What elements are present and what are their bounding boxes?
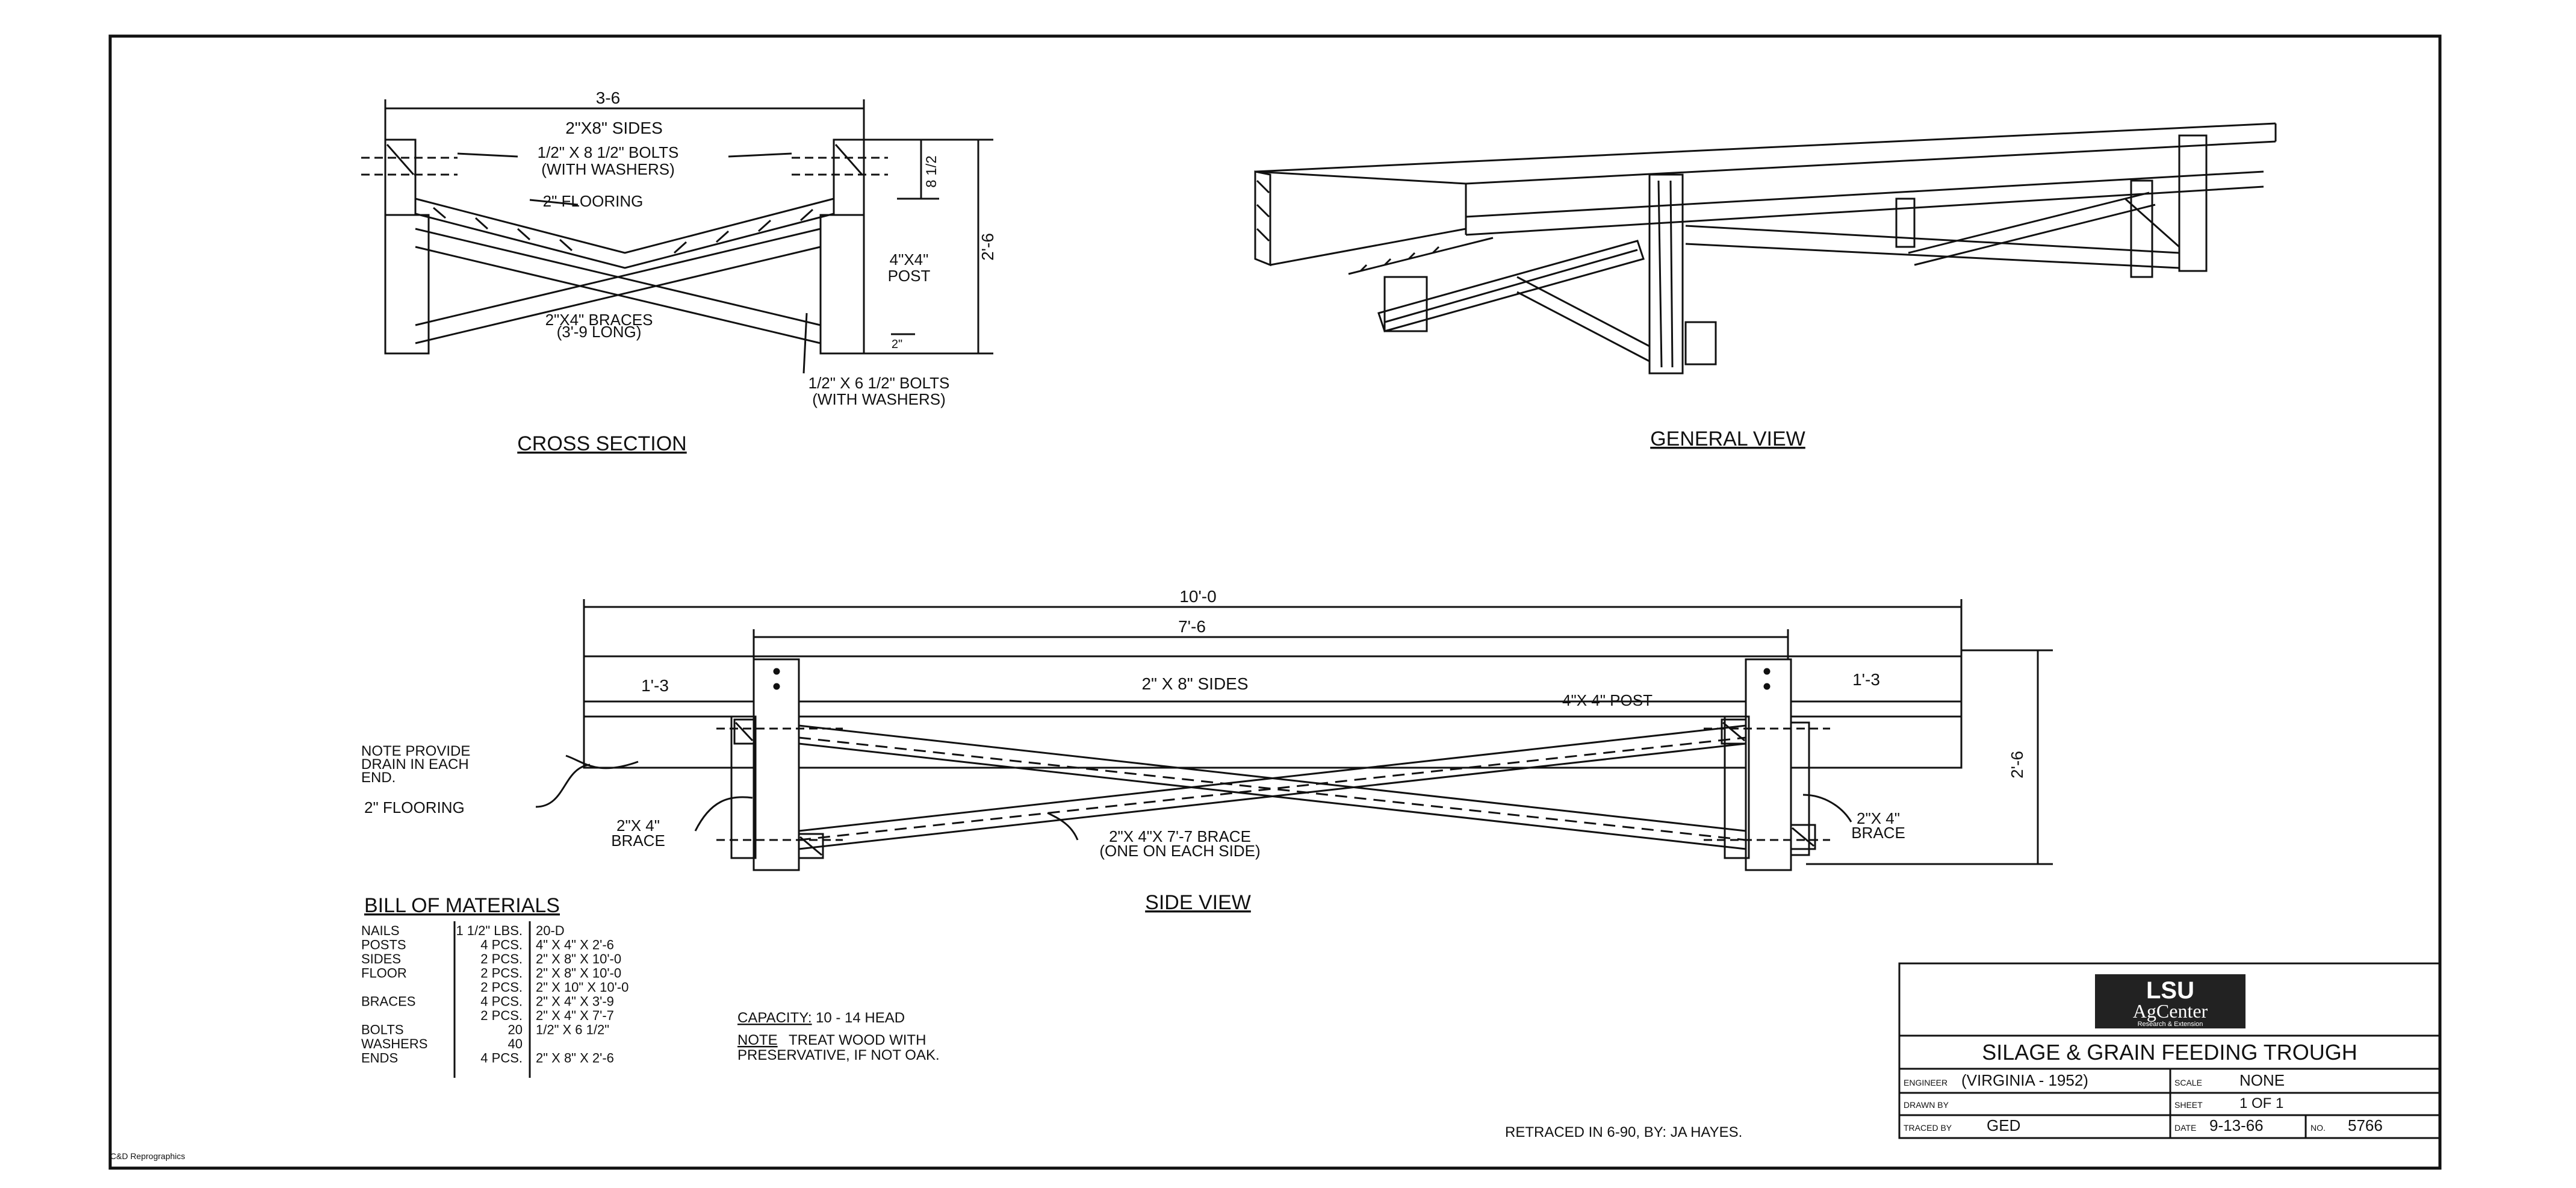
cross-section-title: CROSS SECTION bbox=[517, 432, 686, 455]
bom-size: 2" X 8" X 2'-6 bbox=[536, 1051, 614, 1066]
sheet-border bbox=[108, 34, 2442, 1170]
bom-size: 2" X 4" X 7'-7 bbox=[536, 1008, 614, 1023]
side-view-overall-length: 10'-0 bbox=[1179, 587, 1216, 606]
cross-section-braces-sub: (3'-9 LONG) bbox=[557, 323, 642, 341]
note-text-line1: TREAT WOOD WITH bbox=[789, 1032, 926, 1048]
side-view-flooring-label: 2" FLOORING bbox=[364, 798, 465, 816]
cross-section-post-sub: POST bbox=[888, 267, 931, 285]
side-view-brace-center-label: 2"X 4"X 7'-7 BRACE bbox=[1109, 827, 1251, 845]
lsu-agcenter-logo bbox=[2095, 974, 2245, 1028]
bom-size: 4" X 4" X 2'-6 bbox=[536, 938, 614, 953]
corner-credit: C&D Reprographics bbox=[110, 1151, 185, 1161]
bom-qty: 1 1/2" LBS. bbox=[456, 923, 523, 938]
bom-table: NAILS 1 1/2" LBS. 20-D POSTS 4 PCS. 4" X 4" X… bbox=[361, 923, 628, 1066]
cross-section-dim-8-1-2: 8 1/2 bbox=[923, 155, 940, 187]
bom-size: 2" X 4" X 3'-9 bbox=[536, 994, 614, 1009]
cross-section-dim-2: 2" bbox=[892, 338, 902, 351]
bom-item: ENDS bbox=[361, 1051, 398, 1066]
note-label: NOTE bbox=[737, 1032, 778, 1048]
cross-section-braces-label: 2"X4" BRACES bbox=[545, 311, 653, 329]
bom-size: 2" X 8" X 10'-0 bbox=[536, 951, 621, 966]
side-view-note-line1: NOTE PROVIDE bbox=[361, 743, 470, 759]
logo-line2: AgCenter bbox=[2133, 1000, 2208, 1022]
engineer-label: ENGINEER bbox=[1904, 1078, 1948, 1087]
sheet-label: SHEET bbox=[2174, 1100, 2203, 1110]
cross-section-bolts-bottom-sub: (WITH WASHERS) bbox=[812, 390, 945, 408]
no-label: NO. bbox=[2311, 1123, 2326, 1133]
retraced-note: RETRACED IN 6-90, BY: JA HAYES. bbox=[1505, 1124, 1742, 1140]
bom-qty: 4 PCS. bbox=[480, 1051, 523, 1066]
side-view-sides-label: 2" X 8" SIDES bbox=[1141, 674, 1248, 693]
side-view-overhang-left: 1'-3 bbox=[641, 676, 669, 695]
cross-section-width-dim: 3-6 bbox=[596, 89, 620, 107]
drawing-title: SILAGE & GRAIN FEEDING TROUGH bbox=[1982, 1040, 2357, 1065]
general-view-drawing bbox=[1254, 122, 2277, 375]
bom-qty: 2 PCS. bbox=[480, 980, 523, 995]
capacity-label: CAPACITY: bbox=[737, 1010, 812, 1026]
side-view-height-dim: 2'-6 bbox=[2008, 751, 2026, 779]
bom-size: 2" X 10" X 10'-0 bbox=[536, 980, 628, 995]
bom-qty: 2 PCS. bbox=[480, 1008, 523, 1023]
side-view-brace-left-label: 2"X 4" bbox=[616, 816, 660, 835]
traced-by-value: GED bbox=[1987, 1116, 2020, 1134]
bom-item: SIDES bbox=[361, 951, 401, 966]
bom-item: NAILS bbox=[361, 923, 400, 938]
bom-item: BRACES bbox=[361, 994, 415, 1009]
side-view-overhang-right: 1'-3 bbox=[1852, 670, 1880, 689]
side-view-note-line3: END. bbox=[361, 770, 396, 786]
sheet-value: 1 OF 1 bbox=[2239, 1095, 2283, 1112]
cross-section-post-label: 4"X4" bbox=[890, 250, 929, 269]
date-value: 9-13-66 bbox=[2209, 1116, 2264, 1134]
side-view-brace-right-label: 2"X 4" bbox=[1857, 809, 1900, 827]
side-view-brace-center-sub: (ONE ON EACH SIDE) bbox=[1099, 842, 1260, 860]
bom-qty: 2 PCS. bbox=[480, 966, 523, 981]
cross-section-view bbox=[361, 99, 993, 374]
side-view-drawing bbox=[535, 599, 2053, 871]
bom-size: 20-D bbox=[536, 923, 565, 938]
bom-qty: 2 PCS. bbox=[480, 951, 523, 966]
title-block bbox=[1898, 962, 2441, 1139]
date-label: DATE bbox=[2174, 1123, 2196, 1133]
no-value: 5766 bbox=[2348, 1116, 2383, 1134]
note-text-line2: PRESERVATIVE, IF NOT OAK. bbox=[737, 1047, 940, 1063]
side-view-brace-right-sub: BRACE bbox=[1851, 824, 1905, 842]
bom-size: 1/2" X 6 1/2" bbox=[536, 1022, 609, 1037]
bom-qty: 20 bbox=[508, 1022, 523, 1037]
capacity-value: 10 - 14 HEAD bbox=[816, 1010, 905, 1026]
side-view-note-line2: DRAIN IN EACH bbox=[361, 756, 469, 773]
side-view-post-label: 4"X 4" POST bbox=[1562, 691, 1653, 709]
bom-item: BOLTS bbox=[361, 1022, 404, 1037]
scale-value: NONE bbox=[2239, 1071, 2285, 1089]
scale-label: SCALE bbox=[2174, 1078, 2202, 1087]
engineer-value: (VIRGINIA - 1952) bbox=[1961, 1071, 2088, 1089]
bom-qty: 4 PCS. bbox=[480, 938, 523, 953]
cross-section-bolts-top-sub: (WITH WASHERS) bbox=[541, 160, 674, 178]
general-view-title: GENERAL VIEW bbox=[1650, 428, 1805, 450]
cross-section-height-dim: 2'-6 bbox=[978, 233, 997, 261]
bom-qty: 40 bbox=[508, 1036, 523, 1051]
side-view-brace-left-sub: BRACE bbox=[611, 832, 665, 850]
cross-section-bolts-bottom-label: 1/2" X 6 1/2" BOLTS bbox=[808, 374, 950, 392]
bom-item: WASHERS bbox=[361, 1036, 427, 1051]
bom-qty: 4 PCS. bbox=[480, 994, 523, 1009]
cross-section-flooring-label: 2" FLOORING bbox=[543, 192, 644, 210]
bom-size: 2" X 8" X 10'-0 bbox=[536, 966, 621, 981]
bom-item: FLOOR bbox=[361, 966, 407, 981]
bom-title: BILL OF MATERIALS bbox=[364, 894, 560, 917]
side-view-title: SIDE VIEW bbox=[1145, 891, 1251, 914]
cross-section-bolts-top-label: 1/2" X 8 1/2" BOLTS bbox=[538, 143, 679, 161]
traced-by-label: TRACED BY bbox=[1904, 1123, 1952, 1133]
drawn-by-label: DRAWN BY bbox=[1904, 1100, 1949, 1110]
cross-section-sides-label: 2"X8" SIDES bbox=[565, 119, 663, 137]
logo-line1: LSU bbox=[2146, 977, 2194, 1004]
bom-item: POSTS bbox=[361, 938, 406, 953]
side-view-post-spacing: 7'-6 bbox=[1178, 617, 1206, 636]
logo-line3: Research & Extension bbox=[2138, 1021, 2203, 1028]
